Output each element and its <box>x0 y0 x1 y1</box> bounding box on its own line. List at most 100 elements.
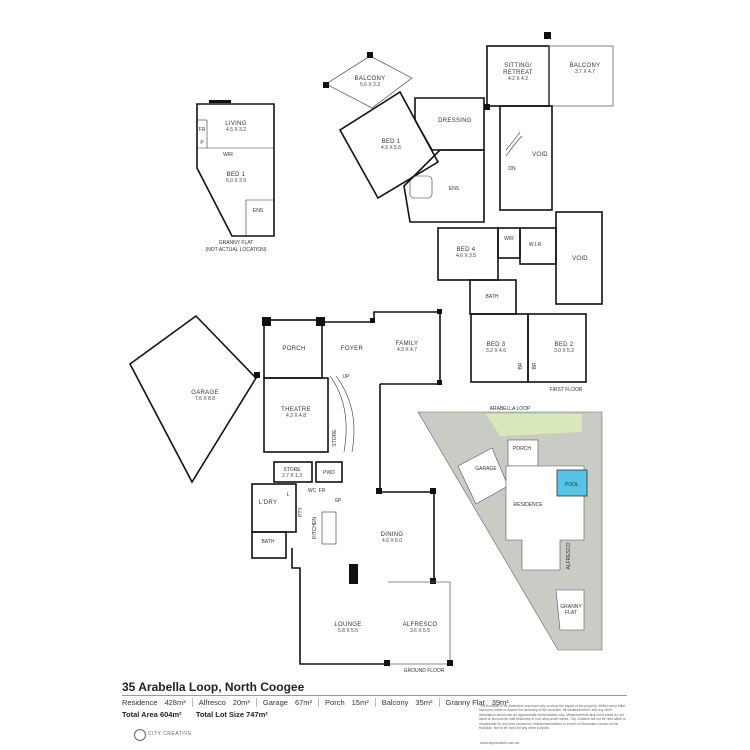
bed4-dim: 4.6 X 3.5 <box>456 253 476 259</box>
dn-label: DN <box>508 166 516 172</box>
alfresco-label: ALFRESCO <box>403 622 438 628</box>
site-street-label: ARABELLA LOOP <box>490 406 532 412</box>
pty-label: PTY <box>298 506 304 516</box>
lot-size-label: Total Lot Size <box>195 710 245 719</box>
totals-row: Total Area 604m² Total Lot Size 747m² <box>122 710 268 719</box>
total-area-label: Total Area <box>122 710 158 719</box>
granny-flat-plan: LIVING 4.5 X 3.2 WIR FR P BED 1 5.0 X 3.… <box>196 100 275 253</box>
area-porch: Porch 15m² <box>325 698 376 707</box>
balcony-1-dim: 5.6 X 3.3 <box>360 82 380 88</box>
balcony-2-dim: 3.7 X 4.7 <box>575 69 595 75</box>
area-value: 35m² <box>415 698 433 707</box>
area-value: 67m² <box>294 698 313 707</box>
site-porch-label: PORCH <box>513 446 531 452</box>
bed4-label: BED 4 <box>457 247 476 253</box>
bed3-dim: 3.2 X 4.6 <box>486 348 506 354</box>
granny-living-label: LIVING <box>225 121 247 127</box>
bed1-dim: 4.9 X 5.6 <box>381 145 401 151</box>
first-floor-caption: FIRST FLOOR <box>550 387 583 393</box>
brand-logo-icon <box>134 729 146 741</box>
area-summary: Residence 428m² Alfresco 20m² Garage 67m… <box>122 698 521 707</box>
pwd-label: PWD <box>323 470 335 476</box>
site-alfresco-label: ALFRESCO <box>566 542 572 569</box>
ground-floor-plan: GARAGE 7.6 X 8.8 PORCH FOYER FAMILY 4.3 … <box>128 309 453 674</box>
area-residence: Residence 428m² <box>122 698 193 707</box>
divider <box>122 695 627 696</box>
bed2-label: BED 2 <box>555 342 574 348</box>
wc-label: WC <box>308 488 317 494</box>
lounge-dim: 5.8 X 5.5 <box>338 628 358 634</box>
l-label: L <box>287 492 290 498</box>
site-plan: GARAGE PORCH RESIDENCE POOL ALFRESCO GRA… <box>417 406 603 651</box>
up-label: UP <box>343 374 351 380</box>
area-label: Garage <box>262 698 288 707</box>
void-1-label: VOID <box>532 152 548 158</box>
website-link[interactable]: www.citycreative.com.au <box>480 741 520 745</box>
br-1-label: BR <box>518 362 524 369</box>
garage-dim: 7.6 X 8.8 <box>195 396 215 402</box>
area-alfresco: Alfresco 20m² <box>199 698 257 707</box>
disclaimer-text: This floorplan is for illustrative purpo… <box>479 704 626 731</box>
ldry-label: L'DRY <box>259 500 278 506</box>
theatre-label: THEATRE <box>281 407 311 413</box>
fr-label: FR <box>319 488 326 494</box>
property-address: 35 Arabella Loop, North Coogee <box>122 680 305 694</box>
bed2-dim: 3.0 X 5.2 <box>554 348 574 354</box>
area-value: 20m² <box>232 698 250 707</box>
area-label: Porch <box>325 698 345 707</box>
area-value: 428m² <box>164 698 186 707</box>
dressing-label: DRESSING <box>438 118 472 124</box>
bed1-label: BED 1 <box>382 139 401 145</box>
dining-label: DINING <box>381 532 404 538</box>
alfresco-dim: 3.6 X 5.5 <box>410 628 430 634</box>
bed3-label: BED 3 <box>487 342 506 348</box>
sitting-dim: 4.2 X 4.2 <box>508 76 528 82</box>
store-1-dim: 2.7 X 1.3 <box>282 473 302 479</box>
br-2-label: BR <box>532 362 538 369</box>
granny-bed-dim: 5.0 X 3.9 <box>226 178 246 184</box>
granny-caption-1: GRANNY FLAT <box>219 240 254 246</box>
store-1-label: STORE <box>283 467 301 473</box>
sp-label: SP <box>335 498 342 504</box>
kitchen-label: KITCHEN <box>312 517 318 539</box>
area-value: 15m² <box>351 698 369 707</box>
family-dim: 4.3 X 4.7 <box>397 347 417 353</box>
foyer-label: FOYER <box>341 346 364 352</box>
area-label: Residence <box>122 698 158 707</box>
area-garage: Garage 67m² <box>262 698 320 707</box>
bath-1-label: BATH <box>486 294 499 300</box>
garage-label: GARAGE <box>191 390 218 396</box>
area-label: Granny Flat <box>445 698 485 707</box>
site-pool-label: POOL <box>565 482 579 488</box>
floor-plan: LIVING 4.5 X 3.2 WIR FR P BED 1 5.0 X 3.… <box>128 32 614 674</box>
first-floor-plan: BALCONY 5.6 X 3.3 BED 1 4.9 X 5.6 DRESSI… <box>323 32 614 393</box>
porch-label: PORCH <box>282 346 305 352</box>
balcony-1-label: BALCONY <box>355 76 386 82</box>
lot-size-value: 747m² <box>246 710 268 719</box>
ens-label: ENS <box>449 186 460 192</box>
granny-ens-label: ENS <box>253 208 264 214</box>
theatre-dim: 4.3 X 4.8 <box>286 413 306 419</box>
void-2-label: VOID <box>572 256 588 262</box>
retreat-label: RETREAT <box>503 70 533 76</box>
granny-living-dim: 4.5 X 3.2 <box>226 127 246 133</box>
site-garage-label: GARAGE <box>475 466 497 472</box>
area-value: 39m² <box>491 698 509 707</box>
sitting-label: SITTING/ <box>504 63 532 69</box>
store-2-label: STORE <box>332 429 338 447</box>
family-label: FAMILY <box>396 341 419 347</box>
granny-fr-label: FR <box>199 127 206 133</box>
area-granny-flat: Granny Flat 39m² <box>446 698 515 707</box>
wir-2-label: W.I.R <box>529 242 542 248</box>
balcony-2-label: BALCONY <box>570 63 601 69</box>
granny-bed-label: BED 1 <box>227 172 246 178</box>
site-flat-label: FLAT <box>565 610 577 616</box>
brand-name: CITY CREATIVE <box>148 731 192 737</box>
granny-caption-2: (NOT ACTUAL LOCATION) <box>205 247 266 253</box>
site-granny-label: GRANNY <box>560 604 582 610</box>
site-residence-label: RESIDENCE <box>513 502 543 508</box>
total-area-value: 604m² <box>159 710 182 719</box>
dining-dim: 4.6 X 6.0 <box>382 538 402 544</box>
wir-1-label: WIR <box>504 236 514 242</box>
granny-p-label: P <box>200 140 204 146</box>
